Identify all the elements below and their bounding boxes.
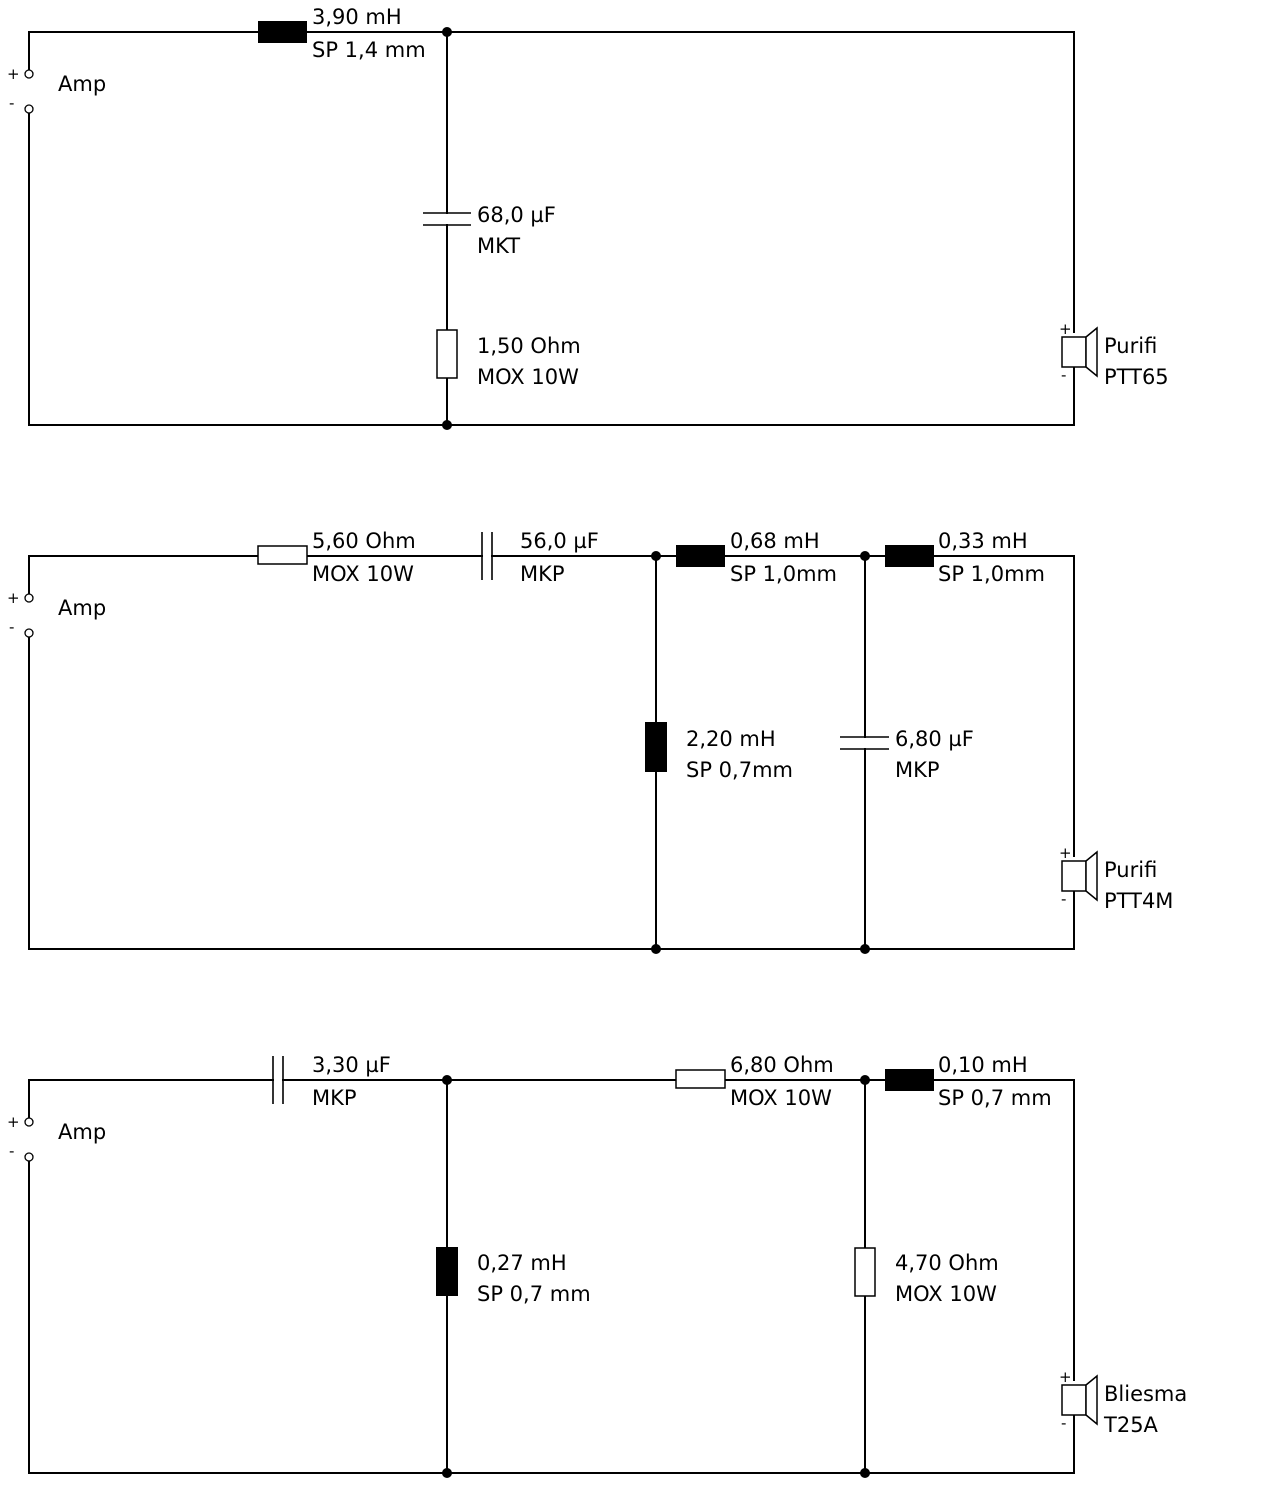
junction-node (651, 944, 661, 954)
resistor-series (257, 545, 308, 565)
inductor-value: 0,27 mH (477, 1251, 567, 1275)
resistor-shunt (436, 329, 458, 379)
wire-bottom (28, 109, 1075, 426)
wire-top-left (28, 555, 259, 597)
amp-plus-terminal (24, 1117, 34, 1127)
inductor-value: 0,10 mH (938, 1053, 1028, 1077)
wire-bottom (28, 1157, 1075, 1474)
inductor-series (885, 545, 934, 567)
amp-label: Amp (58, 596, 106, 620)
capacitor-spec: MKP (520, 562, 565, 586)
circuit-tweeter: + - Amp 3,30 µF MKP 6,80 Ohm MOX 10W 0,1… (7, 1053, 1187, 1478)
driver-minus-sign: - (1061, 366, 1066, 384)
amp-plus-terminal (24, 69, 34, 79)
resistor-value: 1,50 Ohm (477, 334, 581, 358)
driver-name: Purifi (1104, 334, 1157, 358)
wire-top-right (933, 1079, 1075, 1381)
amp-label: Amp (58, 1120, 106, 1144)
inductor-spec: SP 0,7 mm (938, 1086, 1052, 1110)
inductor-shunt (436, 1247, 458, 1296)
driver-model: PTT4M (1104, 889, 1173, 913)
driver-plus-sign: + (1059, 844, 1072, 862)
amp-plus-sign: + (7, 1113, 20, 1131)
capacitor-spec: MKP (895, 758, 940, 782)
wire-top-right (933, 555, 1075, 857)
amp-plus-sign: + (7, 65, 20, 83)
inductor-spec: SP 1,0mm (730, 562, 837, 586)
driver-minus-sign: - (1061, 1414, 1066, 1432)
resistor-spec: MOX 10W (730, 1086, 832, 1110)
inductor-spec: SP 1,0mm (938, 562, 1045, 586)
wire-top-right (306, 31, 1075, 333)
driver-model: PTT65 (1104, 365, 1169, 389)
capacitor-spec: MKP (312, 1086, 357, 1110)
driver-name: Bliesma (1104, 1382, 1187, 1406)
junction-node (860, 944, 870, 954)
resistor-value: 4,70 Ohm (895, 1251, 999, 1275)
driver-plus-sign: + (1059, 320, 1072, 338)
junction-node (442, 1468, 452, 1478)
amp-plus-sign: + (7, 589, 20, 607)
inductor-shunt (645, 722, 667, 772)
speaker-icon (1061, 1374, 1098, 1426)
junction-node (860, 1468, 870, 1478)
amp-plus-terminal (24, 593, 34, 603)
capacitor-value: 68,0 µF (477, 203, 556, 227)
inductor-value: 0,33 mH (938, 529, 1028, 553)
amp-minus-terminal (24, 1152, 34, 1162)
inductor-series (676, 545, 725, 567)
inductor-spec: SP 0,7mm (686, 758, 793, 782)
amp-minus-sign: - (9, 94, 14, 112)
junction-node (442, 1075, 452, 1085)
resistor-series (675, 1069, 726, 1089)
inductor-series (885, 1069, 934, 1091)
junction-node (651, 551, 661, 561)
resistor-shunt (854, 1247, 876, 1297)
capacitor-shunt (423, 212, 471, 226)
resistor-value: 5,60 Ohm (312, 529, 416, 553)
resistor-spec: MOX 10W (895, 1282, 997, 1306)
wire-bottom (28, 633, 1075, 950)
amp-minus-terminal (24, 104, 34, 114)
driver-name: Purifi (1104, 858, 1157, 882)
resistor-spec: MOX 10W (477, 365, 579, 389)
amp-minus-sign: - (9, 618, 14, 636)
amp-minus-sign: - (9, 1142, 14, 1160)
wire-top-left (28, 31, 259, 73)
speaker-icon (1061, 326, 1098, 378)
circuit-woofer: + - Amp 3,90 mH SP 1,4 mm 68,0 µF MKT 1,… (7, 5, 1169, 430)
junction-node (860, 551, 870, 561)
capacitor-spec: MKT (477, 234, 520, 258)
inductor-spec: SP 0,7 mm (477, 1282, 591, 1306)
capacitor-value: 56,0 µF (520, 529, 599, 553)
inductor-value: 2,20 mH (686, 727, 776, 751)
resistor-value: 6,80 Ohm (730, 1053, 834, 1077)
driver-plus-sign: + (1059, 1368, 1072, 1386)
driver-minus-sign: - (1061, 890, 1066, 908)
capacitor-shunt (840, 736, 889, 750)
inductor-series (258, 21, 307, 43)
wire-top-left (28, 1079, 274, 1121)
capacitor-value: 6,80 µF (895, 727, 974, 751)
capacitor-series (481, 532, 493, 580)
driver-model: T25A (1103, 1413, 1159, 1437)
capacitor-value: 3,30 µF (312, 1053, 391, 1077)
junction-node (860, 1075, 870, 1085)
circuit-midrange: + - Amp 5,60 Ohm MOX 10W 56,0 µF MKP 0,6… (7, 529, 1173, 954)
amp-label: Amp (58, 72, 106, 96)
amp-minus-terminal (24, 628, 34, 638)
inductor-value: 0,68 mH (730, 529, 820, 553)
junction-node (442, 27, 452, 37)
junction-node (442, 420, 452, 430)
capacitor-series (272, 1056, 284, 1104)
speaker-icon (1061, 850, 1098, 902)
inductor-spec: SP 1,4 mm (312, 38, 426, 62)
inductor-value: 3,90 mH (312, 5, 402, 29)
resistor-spec: MOX 10W (312, 562, 414, 586)
